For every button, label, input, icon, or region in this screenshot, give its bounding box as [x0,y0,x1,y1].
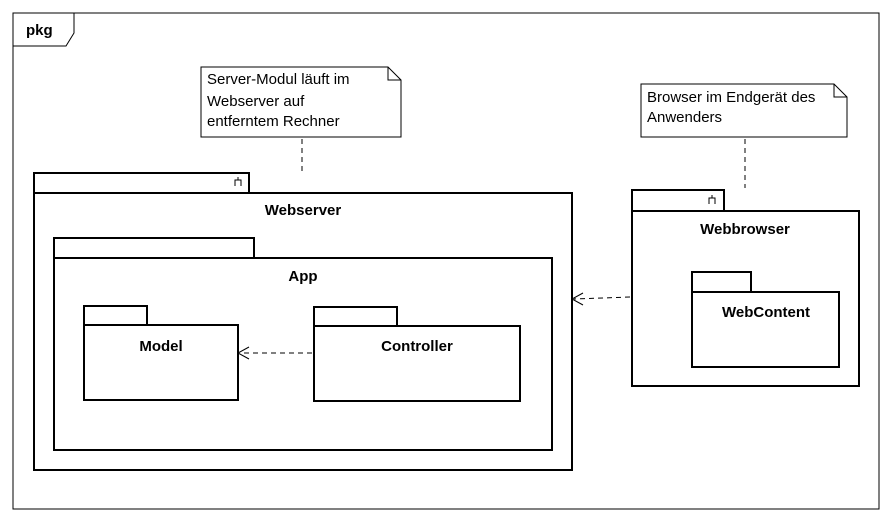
app-label: App [288,268,317,285]
controller-package[interactable] [313,325,521,402]
browser-note[interactable]: Browser im Endgerät des Anwenders [640,83,848,138]
webbrowser-tab[interactable] [631,189,725,212]
webcontent-label: WebContent [722,304,810,321]
server-note-line-3: entferntem Rechner [207,113,340,130]
controller-model-dependency [236,346,312,360]
browser-note-line-2: Anwenders [647,109,722,126]
model-label: Model [139,338,182,355]
server-note-line-1: Server-Modul läuft im [207,71,350,88]
controller-label: Controller [381,338,453,355]
webcontent-package[interactable] [691,291,840,368]
server-note[interactable]: Server-Modul läuft im Webserver auf entf… [200,66,402,138]
pkg-frame-tab [13,12,75,47]
model-package[interactable] [83,324,239,401]
webbrowser-label: Webbrowser [700,221,790,238]
controller-tab[interactable] [313,306,398,327]
webserver-label: Webserver [265,202,342,219]
browser-note-line-1: Browser im Endgerät des [647,89,815,106]
webcontent-tab[interactable] [691,271,752,293]
pkg-frame-label: pkg [26,22,53,39]
webbrowser-fork-icon [708,195,716,204]
webbrowser-webserver-dependency [570,292,631,306]
server-note-line-2: Webserver auf [207,93,305,110]
app-tab[interactable] [53,237,255,259]
webserver-tab[interactable] [33,172,250,194]
webserver-fork-icon [234,177,242,186]
model-tab[interactable] [83,305,148,326]
